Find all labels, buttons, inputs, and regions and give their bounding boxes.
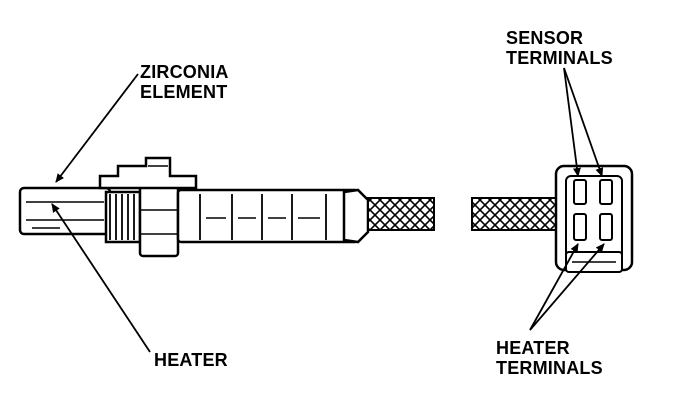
top-boss: [98, 156, 198, 190]
heater-label: HEATER: [154, 350, 228, 370]
heater-terminals-label-line1: HEATER: [496, 338, 570, 358]
sensor-terminals-label-line2: TERMINALS: [506, 48, 613, 68]
zirconia-element-label-line2: ELEMENT: [140, 82, 228, 102]
sensor-body: [18, 156, 370, 258]
heater-terminals-label: HEATER TERMINALS: [496, 338, 603, 378]
leader-lines: [51, 67, 605, 353]
heater-terminal-arrow-right: [529, 243, 605, 331]
heater-arrow: [51, 203, 151, 353]
rear-collar: [342, 188, 370, 244]
main-shell: [176, 188, 360, 244]
heater-terminals-label-line2: TERMINALS: [496, 358, 603, 378]
braided-cable-right: [471, 197, 557, 231]
sensor-terminal-arrow-left: [563, 67, 581, 177]
sensor-terminal-right: [599, 179, 613, 205]
sensor-terminal-arrow-right: [563, 67, 604, 177]
heater-terminal-arrow-left: [529, 243, 579, 331]
hex-nut: [138, 182, 180, 258]
zirconia-element-label-line1: ZIRCONIA: [140, 62, 229, 82]
braided-cable-left: [367, 197, 435, 231]
sensor-terminals-label-line1: SENSOR: [506, 28, 584, 48]
heater-terminal-right: [599, 213, 613, 241]
zirconia-element-label: ZIRCONIA ELEMENT: [140, 62, 229, 102]
heater-terminal-left: [573, 213, 587, 241]
probe-tube: [18, 186, 112, 236]
sensor-terminals-label: SENSOR TERMINALS: [506, 28, 613, 68]
sensor-terminal-left: [573, 179, 587, 205]
zirconia-arrow: [55, 73, 139, 183]
